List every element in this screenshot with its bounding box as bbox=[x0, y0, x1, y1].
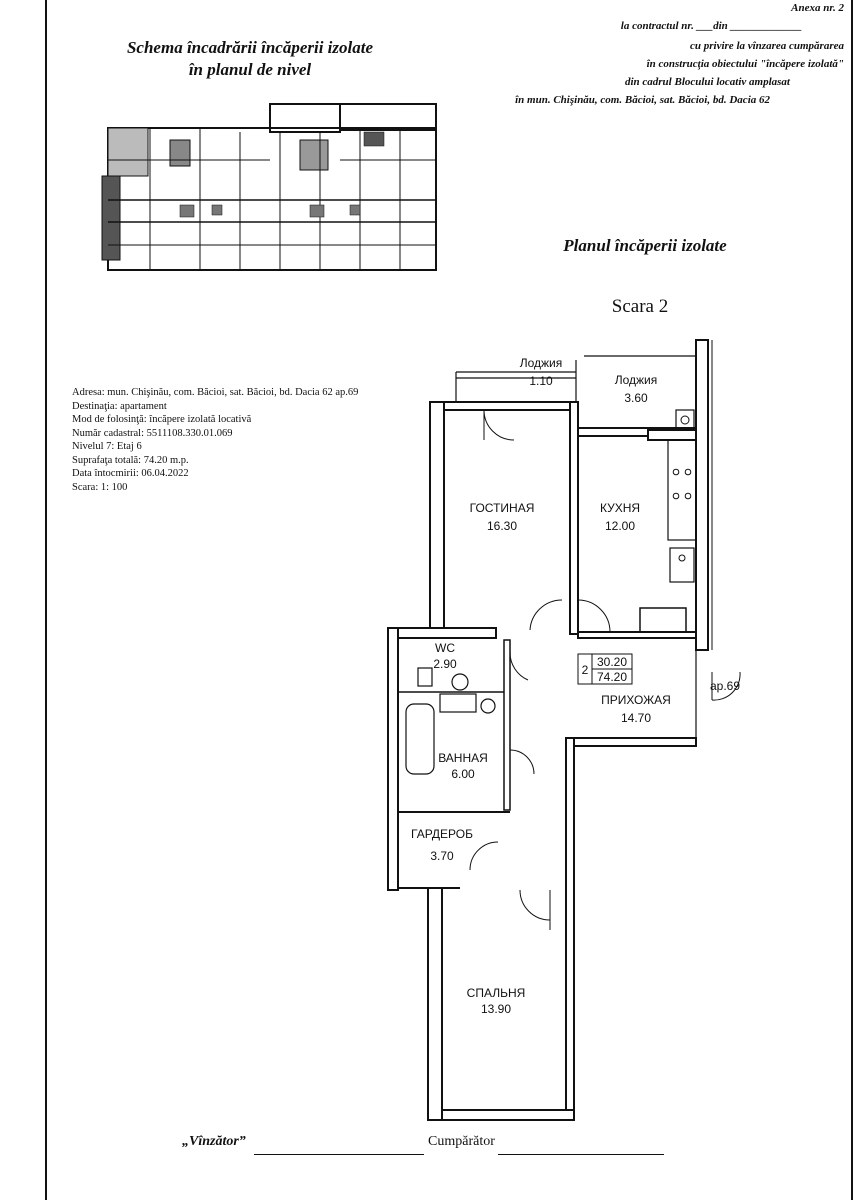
info-date: Data întocmirii: 06.04.2022 bbox=[72, 468, 189, 479]
wardrobe-area: 3.70 bbox=[430, 849, 454, 863]
annex-line-2: cu privire la vînzarea cumpărarea bbox=[690, 40, 844, 52]
info-destination: Destinaţia: apartament bbox=[72, 400, 167, 412]
summary-total-area: 74.20 bbox=[597, 670, 627, 684]
bathroom-name: ВАННАЯ bbox=[438, 751, 488, 765]
property-info: Adresa: mun. Chişinău, com. Băcioi, sat.… bbox=[72, 386, 358, 494]
bathroom-area: 6.00 bbox=[451, 767, 475, 781]
wc-area: 2.90 bbox=[433, 657, 457, 671]
living-room-area: 16.30 bbox=[487, 519, 517, 533]
wc-name: WC bbox=[435, 641, 455, 655]
loggia-2-area: 3.60 bbox=[624, 391, 648, 405]
apartment-plan-drawing bbox=[387, 339, 741, 1121]
seller-signature-line bbox=[254, 1154, 424, 1155]
info-cadastral: Număr cadastral: 5511108.330.01.069 bbox=[72, 427, 233, 439]
kitchen-area: 12.00 bbox=[605, 519, 635, 533]
annex-number: Anexa nr. 2 bbox=[791, 2, 844, 14]
scheme-title-line1: Schema încadrării încăperii izolate bbox=[126, 38, 374, 57]
page-border-left bbox=[45, 0, 47, 1200]
room-labels: Лоджия 1.10 Лоджия 3.60 ГОСТИНАЯ 16.30 К… bbox=[411, 356, 740, 1016]
floor-scheme-drawing bbox=[101, 103, 437, 271]
seller-signature-label: „Vînzător” bbox=[182, 1134, 246, 1149]
buyer-signature-line bbox=[498, 1154, 664, 1155]
info-area: Suprafaţa totală: 74.20 m.p. bbox=[72, 454, 189, 466]
plan-title: Planul încăperii izolate bbox=[563, 236, 727, 255]
stair-label: Scara 2 bbox=[611, 296, 669, 317]
info-level: Nivelul 7: Etaj 6 bbox=[72, 441, 142, 452]
info-usage: Mod de folosinţă: încăpere izolată locat… bbox=[72, 414, 252, 425]
loggia-1-area: 1.10 bbox=[529, 374, 553, 388]
hallway-area: 14.70 bbox=[621, 711, 651, 725]
page-border-right bbox=[851, 0, 853, 1200]
scheme-title-line2: în planul de nivel bbox=[188, 60, 312, 79]
annex-line-4: din cadrul Blocului locativ amplasat bbox=[624, 76, 790, 88]
apartment-tag: ap.69 bbox=[710, 679, 740, 693]
buyer-signature-label: Cumpărător bbox=[428, 1134, 495, 1149]
contract-reference: la contractul nr. ___din _____________ bbox=[620, 20, 802, 32]
loggia-2-name: Лоджия bbox=[615, 373, 658, 387]
loggia-1-name: Лоджия bbox=[520, 356, 563, 370]
info-scale: Scara: 1: 100 bbox=[72, 481, 128, 493]
kitchen-name: КУХНЯ bbox=[600, 501, 640, 515]
annex-line-5: în mun. Chişinău, com. Băcioi, sat. Băci… bbox=[515, 94, 770, 106]
bedroom-area: 13.90 bbox=[481, 1002, 511, 1016]
annex-line-3: în construcţia obiectului "încăpere izol… bbox=[646, 58, 844, 70]
wardrobe-name: ГАРДЕРОБ bbox=[411, 827, 473, 841]
living-room-name: ГОСТИНАЯ bbox=[470, 501, 535, 515]
summary-living-area: 30.20 bbox=[597, 655, 627, 669]
hallway-name: ПРИХОЖАЯ bbox=[601, 693, 671, 707]
info-address: Adresa: mun. Chişinău, com. Băcioi, sat.… bbox=[72, 387, 359, 398]
summary-rooms-count: 2 bbox=[582, 663, 589, 677]
bedroom-name: СПАЛЬНЯ bbox=[467, 986, 526, 1000]
